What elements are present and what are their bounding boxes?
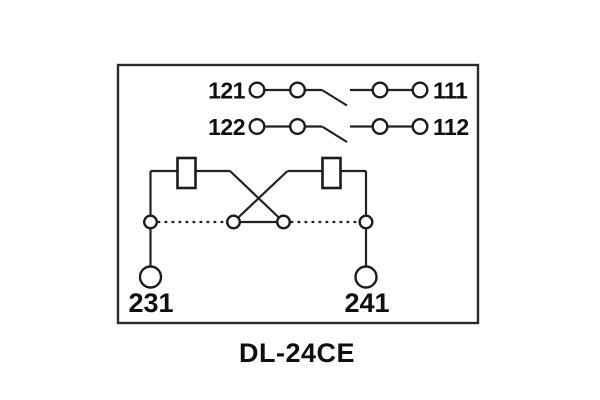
terminal-circle-241	[354, 265, 378, 289]
contact-circle	[411, 81, 429, 99]
coil-left	[176, 156, 197, 190]
contact-circle	[371, 117, 389, 135]
cross-wire	[229, 170, 285, 223]
junction-circle	[276, 214, 292, 230]
switch-blade	[321, 89, 348, 107]
contact-circle	[248, 117, 266, 135]
contact-right-label: 111	[433, 78, 468, 104]
coil-circuit: 231 241	[128, 156, 390, 318]
contact-circle	[289, 117, 307, 135]
contact-circle	[371, 81, 389, 99]
contact-right-label: 112	[433, 114, 469, 140]
diagram-frame	[116, 63, 480, 325]
terminal-left-label: 231	[128, 288, 173, 318]
junction-circle	[142, 214, 158, 230]
model-title: DL-24CE	[239, 338, 355, 368]
contact-circle	[411, 117, 429, 135]
contact-circle	[289, 81, 307, 99]
contact-circle	[248, 81, 266, 99]
terminal-right-label: 241	[344, 288, 389, 318]
coil-right	[321, 156, 342, 190]
contact-row-2: 122 112	[208, 114, 469, 143]
contact-row-1: 121 111	[208, 78, 469, 107]
contact-left-label: 121	[208, 78, 246, 104]
cross-wire	[232, 170, 289, 223]
switch-blade	[321, 125, 348, 143]
junction-circle	[225, 214, 241, 230]
junction-circle	[358, 214, 374, 230]
terminal-circle-231	[138, 265, 163, 289]
contact-left-label: 122	[208, 114, 245, 140]
